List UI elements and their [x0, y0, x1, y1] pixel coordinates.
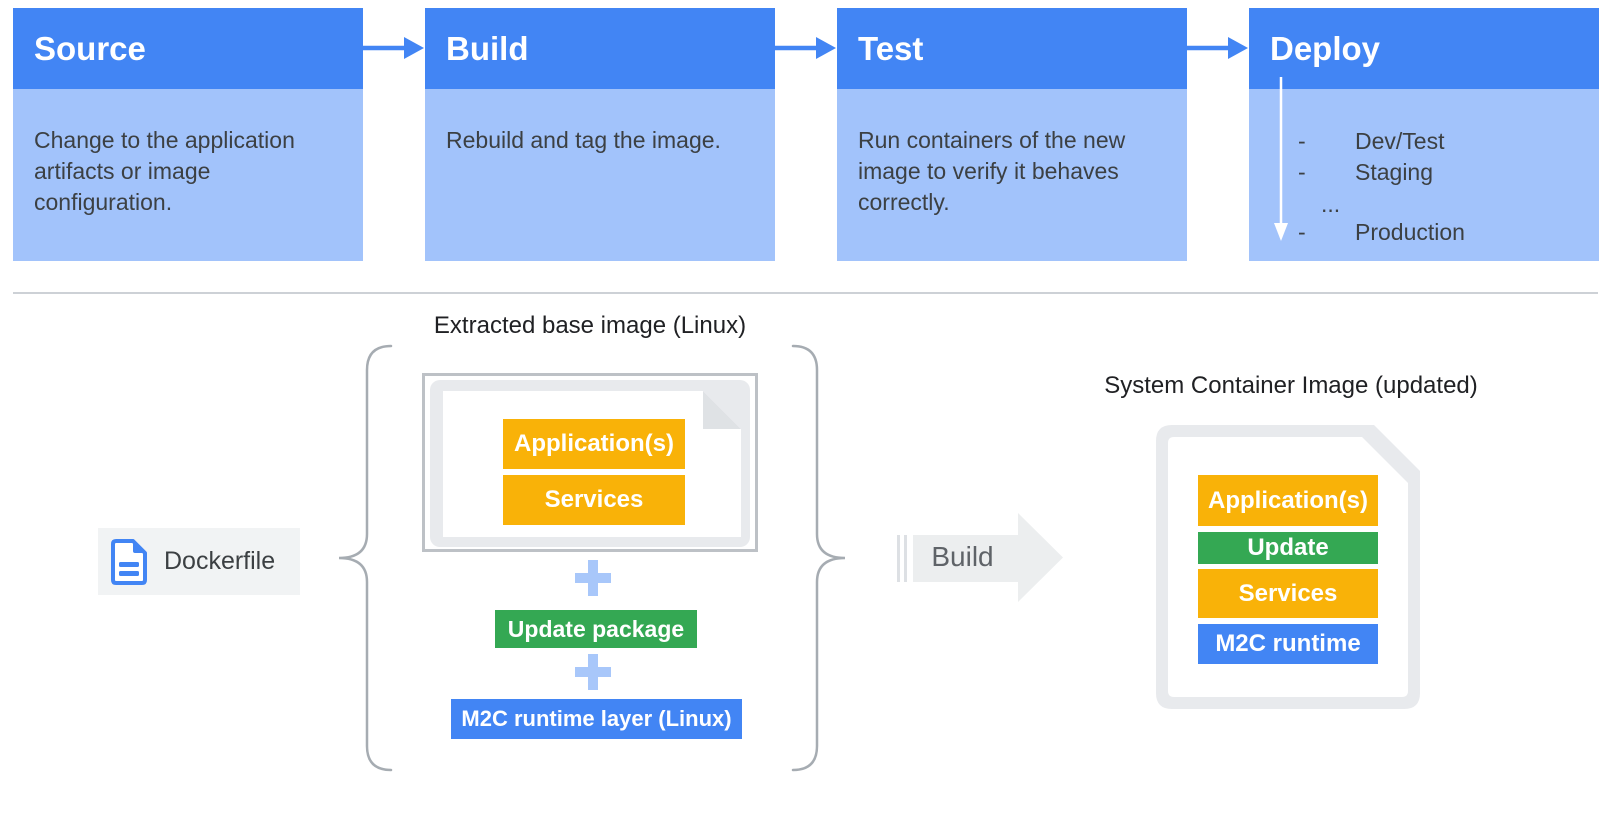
- update-package-layer: Update package: [495, 610, 697, 648]
- container-image-page-icon: [1156, 425, 1420, 709]
- stage-build-description: Rebuild and tag the image.: [446, 127, 721, 153]
- deploy-target-row: - Production: [1298, 217, 1465, 247]
- stage-deploy: Deploy - Dev/Test - Staging ... - Produc…: [1249, 8, 1599, 261]
- deploy-target-label: Production: [1355, 218, 1465, 245]
- stage-test-title: Test: [837, 8, 1187, 89]
- stage-test: Test Run containers of the new image to …: [837, 8, 1187, 261]
- result-layer-applications: Application(s): [1198, 475, 1378, 526]
- deploy-target-ellipsis: ...: [1321, 190, 1341, 217]
- deploy-target-list: - Dev/Test - Staging ... - Production: [1298, 126, 1465, 247]
- stage-arrow-icon: [362, 37, 424, 59]
- deploy-target-bullet: -: [1298, 218, 1306, 245]
- deploy-target-bullet: -: [1298, 158, 1306, 185]
- right-brace: [791, 344, 846, 772]
- dockerfile-icon: [111, 538, 147, 585]
- result-layer-m2c-runtime: M2C runtime: [1198, 624, 1378, 664]
- build-arrow-speed-line: [904, 535, 907, 582]
- stage-source-title: Source: [13, 8, 363, 89]
- deploy-target-row: - Dev/Test: [1298, 126, 1465, 156]
- deploy-target-label: Dev/Test: [1355, 127, 1445, 154]
- stage-source: Source Change to the application artifac…: [13, 8, 363, 261]
- m2c-runtime-layer: M2C runtime layer (Linux): [451, 699, 742, 739]
- deploy-target-row: - Staging: [1298, 157, 1465, 187]
- stage-build: Build Rebuild and tag the image.: [425, 8, 775, 261]
- deploy-sequence-arrow-icon: [1274, 77, 1288, 241]
- container-image-document: Application(s) Update Services M2C runti…: [1156, 425, 1420, 709]
- result-layer-services: Services: [1198, 569, 1378, 618]
- stage-test-description: Run containers of the new image to verif…: [858, 127, 1126, 215]
- plus-icon: [575, 654, 611, 690]
- build-arrow-speed-line: [897, 535, 900, 582]
- plus-icon: [575, 560, 611, 596]
- stage-arrow-icon: [1186, 37, 1248, 59]
- result-image-title: System Container Image (updated): [1104, 372, 1478, 399]
- stage-source-description: Change to the application artifacts or i…: [34, 127, 295, 215]
- section-divider: [13, 292, 1598, 294]
- dockerfile-label: Dockerfile: [164, 547, 276, 575]
- build-arrow-icon: [913, 513, 1063, 602]
- base-image-title: Extracted base image (Linux): [433, 312, 747, 339]
- deploy-target-label: Staging: [1355, 158, 1434, 185]
- build-arrow-label: Build: [931, 541, 994, 572]
- stage-build-title: Build: [425, 8, 775, 89]
- base-image-document: Application(s) Services: [422, 373, 758, 552]
- deploy-target-bullet: -: [1298, 127, 1306, 154]
- deploy-target-row-ellipsis: ...: [1298, 191, 1465, 217]
- base-layer-services: Services: [503, 475, 685, 525]
- stage-arrow-icon: [774, 37, 836, 59]
- dockerfile-chip: Dockerfile: [98, 528, 300, 595]
- base-layer-applications: Application(s): [503, 419, 685, 469]
- stage-deploy-title: Deploy: [1249, 8, 1599, 89]
- left-brace: [338, 344, 393, 772]
- result-layer-update: Update: [1198, 532, 1378, 564]
